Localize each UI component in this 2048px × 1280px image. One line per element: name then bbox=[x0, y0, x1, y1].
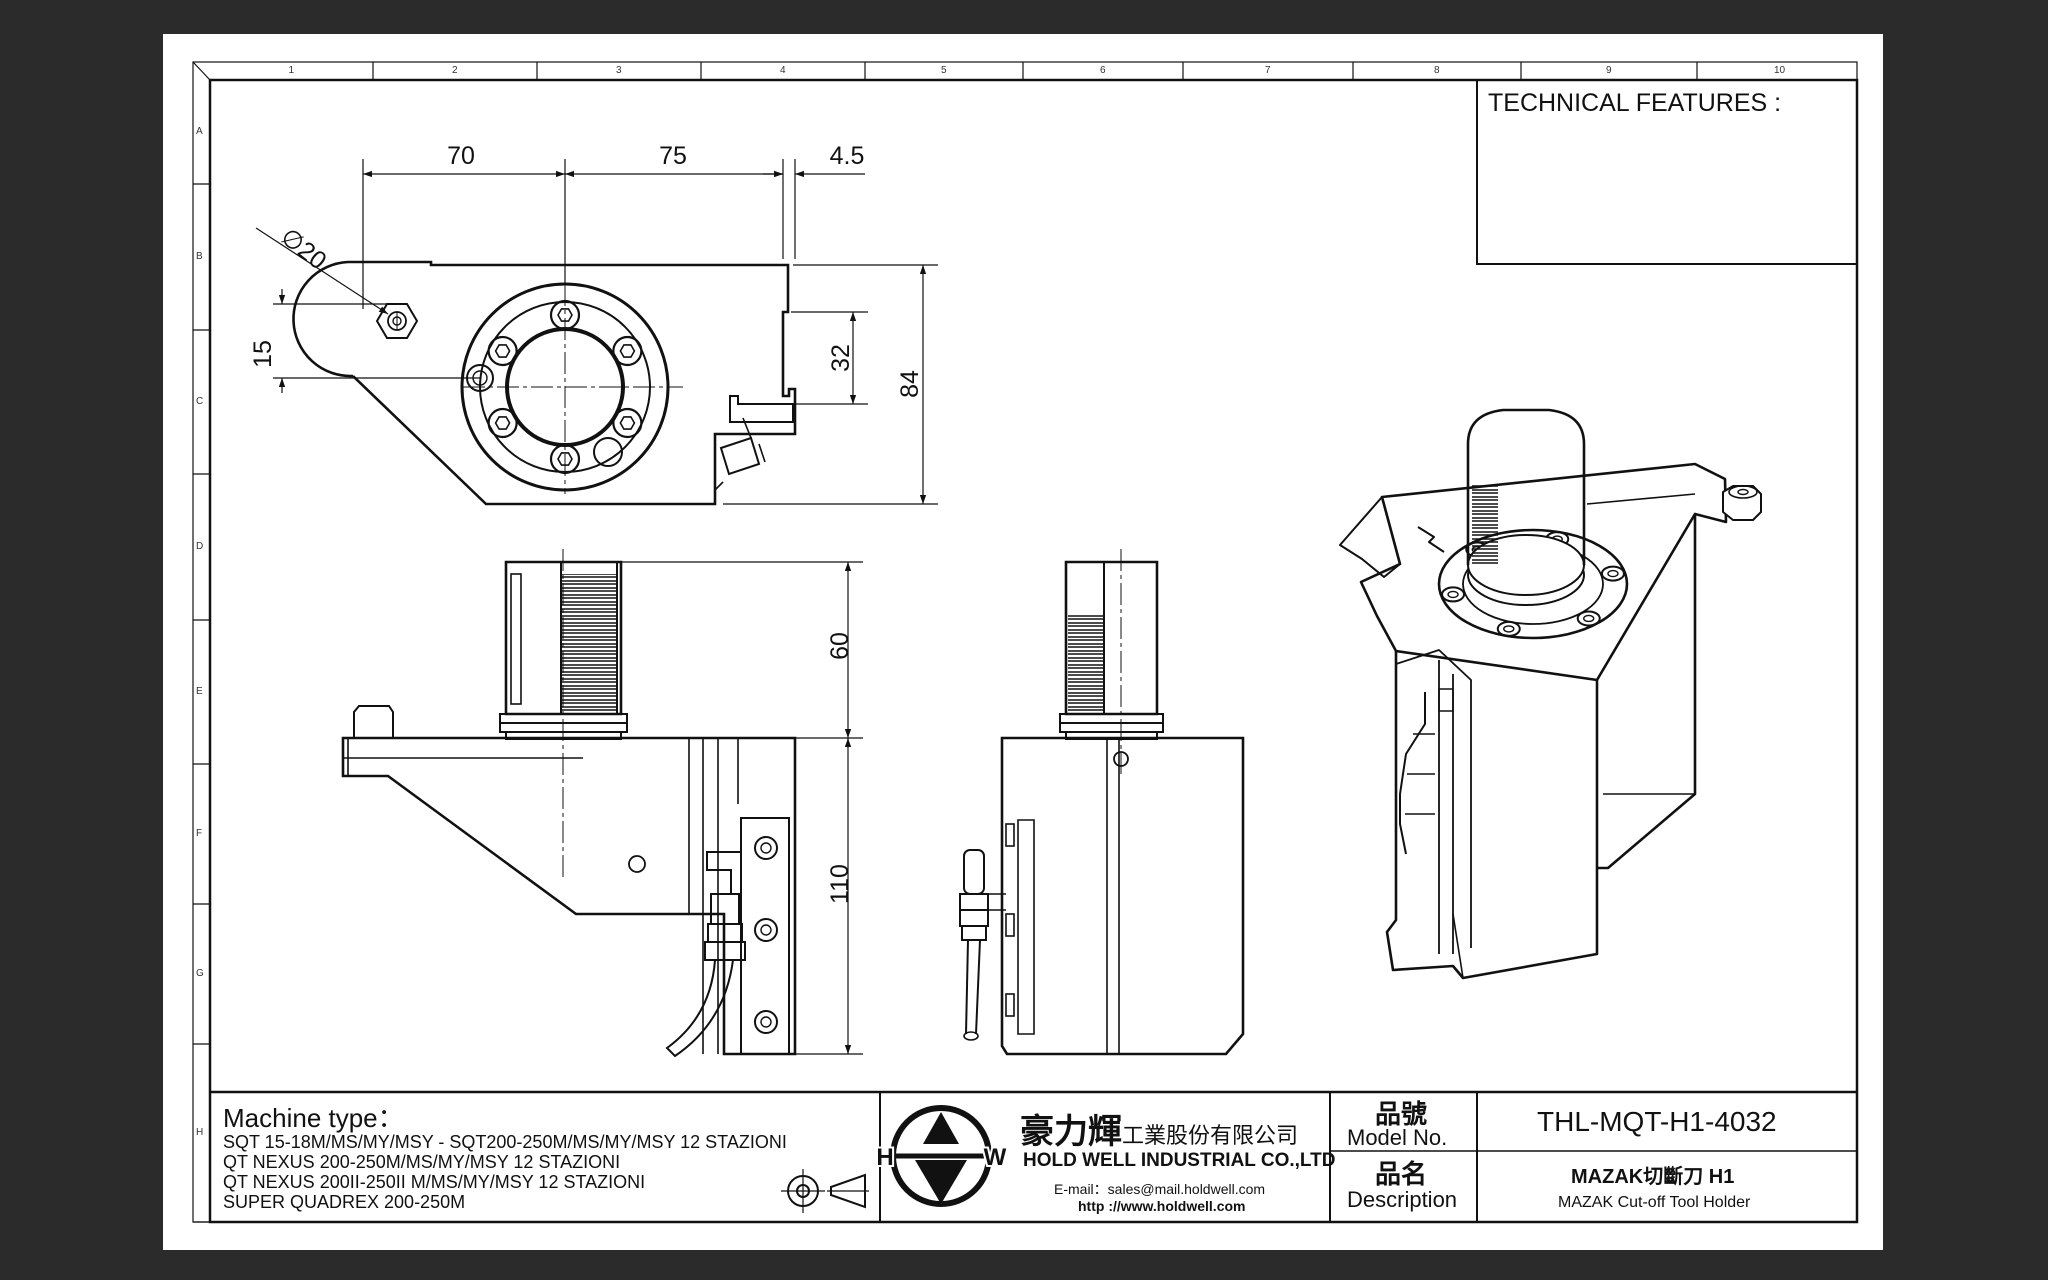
zone-row-label: H bbox=[196, 1127, 204, 1138]
description-en: MAZAK Cut-off Tool Holder bbox=[1558, 1194, 1751, 1211]
zone-column-label: 8 bbox=[1434, 65, 1440, 76]
model-label-cn: 品號 bbox=[1375, 1099, 1428, 1129]
front-view bbox=[341, 560, 797, 1058]
zone-row-label: A bbox=[196, 126, 203, 137]
front-view-dimensions bbox=[621, 561, 863, 1055]
flange-bolt bbox=[487, 335, 518, 367]
iso-flange-bolt-socket bbox=[1447, 590, 1459, 599]
description-label-en: Description bbox=[1347, 1187, 1458, 1212]
zone-row-label: E bbox=[196, 686, 203, 697]
machine-type-line-1: SQT 15-18M/MS/MY/MSY - SQT200-250M/MS/MY… bbox=[223, 1132, 787, 1152]
iso-flange-bolt bbox=[1576, 610, 1601, 627]
company-name-cn-main: 豪力輝 bbox=[1020, 1113, 1122, 1151]
top-view-centerlines bbox=[396, 284, 683, 494]
company-logo bbox=[890, 1105, 992, 1207]
logo-letter-h: H bbox=[876, 1144, 893, 1171]
technical-drawing: 70 75 4.5 ∅20 15 32 84 bbox=[192, 61, 1859, 1224]
zone-row-label: B bbox=[196, 251, 203, 262]
iso-flange-bolt-socket bbox=[1583, 614, 1595, 623]
zone-column-label: 1 bbox=[288, 65, 295, 76]
iso-flange-bolt bbox=[1600, 565, 1625, 582]
zone-column-label: 9 bbox=[1606, 65, 1612, 76]
technical-features-title: TECHNICAL FEATURES : bbox=[1488, 89, 1782, 117]
iso-flange-bolt bbox=[1441, 586, 1466, 603]
top-view-dimensions bbox=[255, 159, 938, 505]
flange-bolt-socket bbox=[619, 416, 636, 430]
zone-column-label: 6 bbox=[1100, 65, 1106, 76]
company-email: E-mail：sales@mail.holdwell.com bbox=[1054, 1181, 1266, 1197]
iso-flange-bolt-socket bbox=[1503, 625, 1515, 633]
zone-column-label: 3 bbox=[616, 65, 622, 76]
company-name-cn-suffix: 工業股份有限公司 bbox=[1122, 1123, 1299, 1148]
description-cn: MAZAK切斷刀 H1 bbox=[1571, 1166, 1735, 1188]
dim-32: 32 bbox=[827, 344, 855, 372]
machine-type-line-4: SUPER QUADREX 200-250M bbox=[223, 1192, 466, 1212]
zone-row-label: F bbox=[196, 828, 203, 839]
side-view bbox=[959, 560, 1245, 1056]
zone-row-label: G bbox=[196, 968, 204, 979]
company-name-en: HOLD WELL INDUSTRIAL CO.,LTD bbox=[1023, 1150, 1336, 1171]
flange-bolt bbox=[612, 335, 643, 367]
zone-column-label: 10 bbox=[1774, 65, 1786, 76]
zone-column-label: 7 bbox=[1265, 65, 1271, 76]
isometric-view bbox=[1339, 408, 1762, 980]
company-website: http ://www.holdwell.com bbox=[1078, 1198, 1246, 1214]
flange-bolt-socket bbox=[494, 416, 511, 430]
drawing-sheet: 70 75 4.5 ∅20 15 32 84 bbox=[163, 34, 1883, 1250]
zone-column-label: 5 bbox=[941, 65, 947, 76]
dim-110: 110 bbox=[826, 864, 854, 904]
flange-bolt bbox=[612, 407, 643, 439]
dim-70: 70 bbox=[447, 142, 475, 170]
machine-type-line-3: QT NEXUS 200II-250II M/MS/MY/MSY 12 STAZ… bbox=[223, 1172, 646, 1192]
model-number: THL-MQT-H1-4032 bbox=[1537, 1106, 1777, 1137]
machine-type-title: Machine type： bbox=[223, 1103, 404, 1133]
sheet-border bbox=[192, 61, 1859, 1224]
flange-bolt-socket bbox=[494, 344, 511, 358]
zone-column-label: 4 bbox=[780, 65, 786, 76]
dim-15: 15 bbox=[249, 340, 277, 368]
dim-75: 75 bbox=[659, 142, 687, 170]
top-view bbox=[292, 260, 797, 506]
flange-bolt bbox=[487, 407, 518, 439]
iso-flange-bolt-socket bbox=[1607, 569, 1619, 578]
description-label-cn: 品名 bbox=[1375, 1159, 1428, 1189]
machine-type-line-2: QT NEXUS 200-250M/MS/MY/MSY 12 STAZIONI bbox=[223, 1152, 621, 1172]
flange-bolt-socket bbox=[619, 344, 636, 358]
model-label-en: Model No. bbox=[1347, 1125, 1448, 1150]
zone-column-label: 2 bbox=[452, 65, 458, 76]
iso-flange-bolt bbox=[1496, 620, 1521, 637]
zone-row-label: C bbox=[196, 396, 204, 407]
logo-letter-w: W bbox=[984, 1144, 1007, 1171]
projection-symbol-icon bbox=[781, 1169, 869, 1213]
dim-84: 84 bbox=[896, 370, 924, 398]
flange-bolt-socket bbox=[557, 308, 573, 322]
company-name-cn: 豪力輝工業股份有限公司 bbox=[1020, 1104, 1298, 1153]
dim-60: 60 bbox=[826, 632, 854, 660]
zone-row-label: D bbox=[196, 541, 204, 552]
dim-4-5: 4.5 bbox=[830, 142, 865, 170]
title-block bbox=[210, 1090, 1857, 1222]
flange-bolt-socket bbox=[557, 452, 573, 466]
technical-features-box bbox=[1476, 79, 1858, 265]
